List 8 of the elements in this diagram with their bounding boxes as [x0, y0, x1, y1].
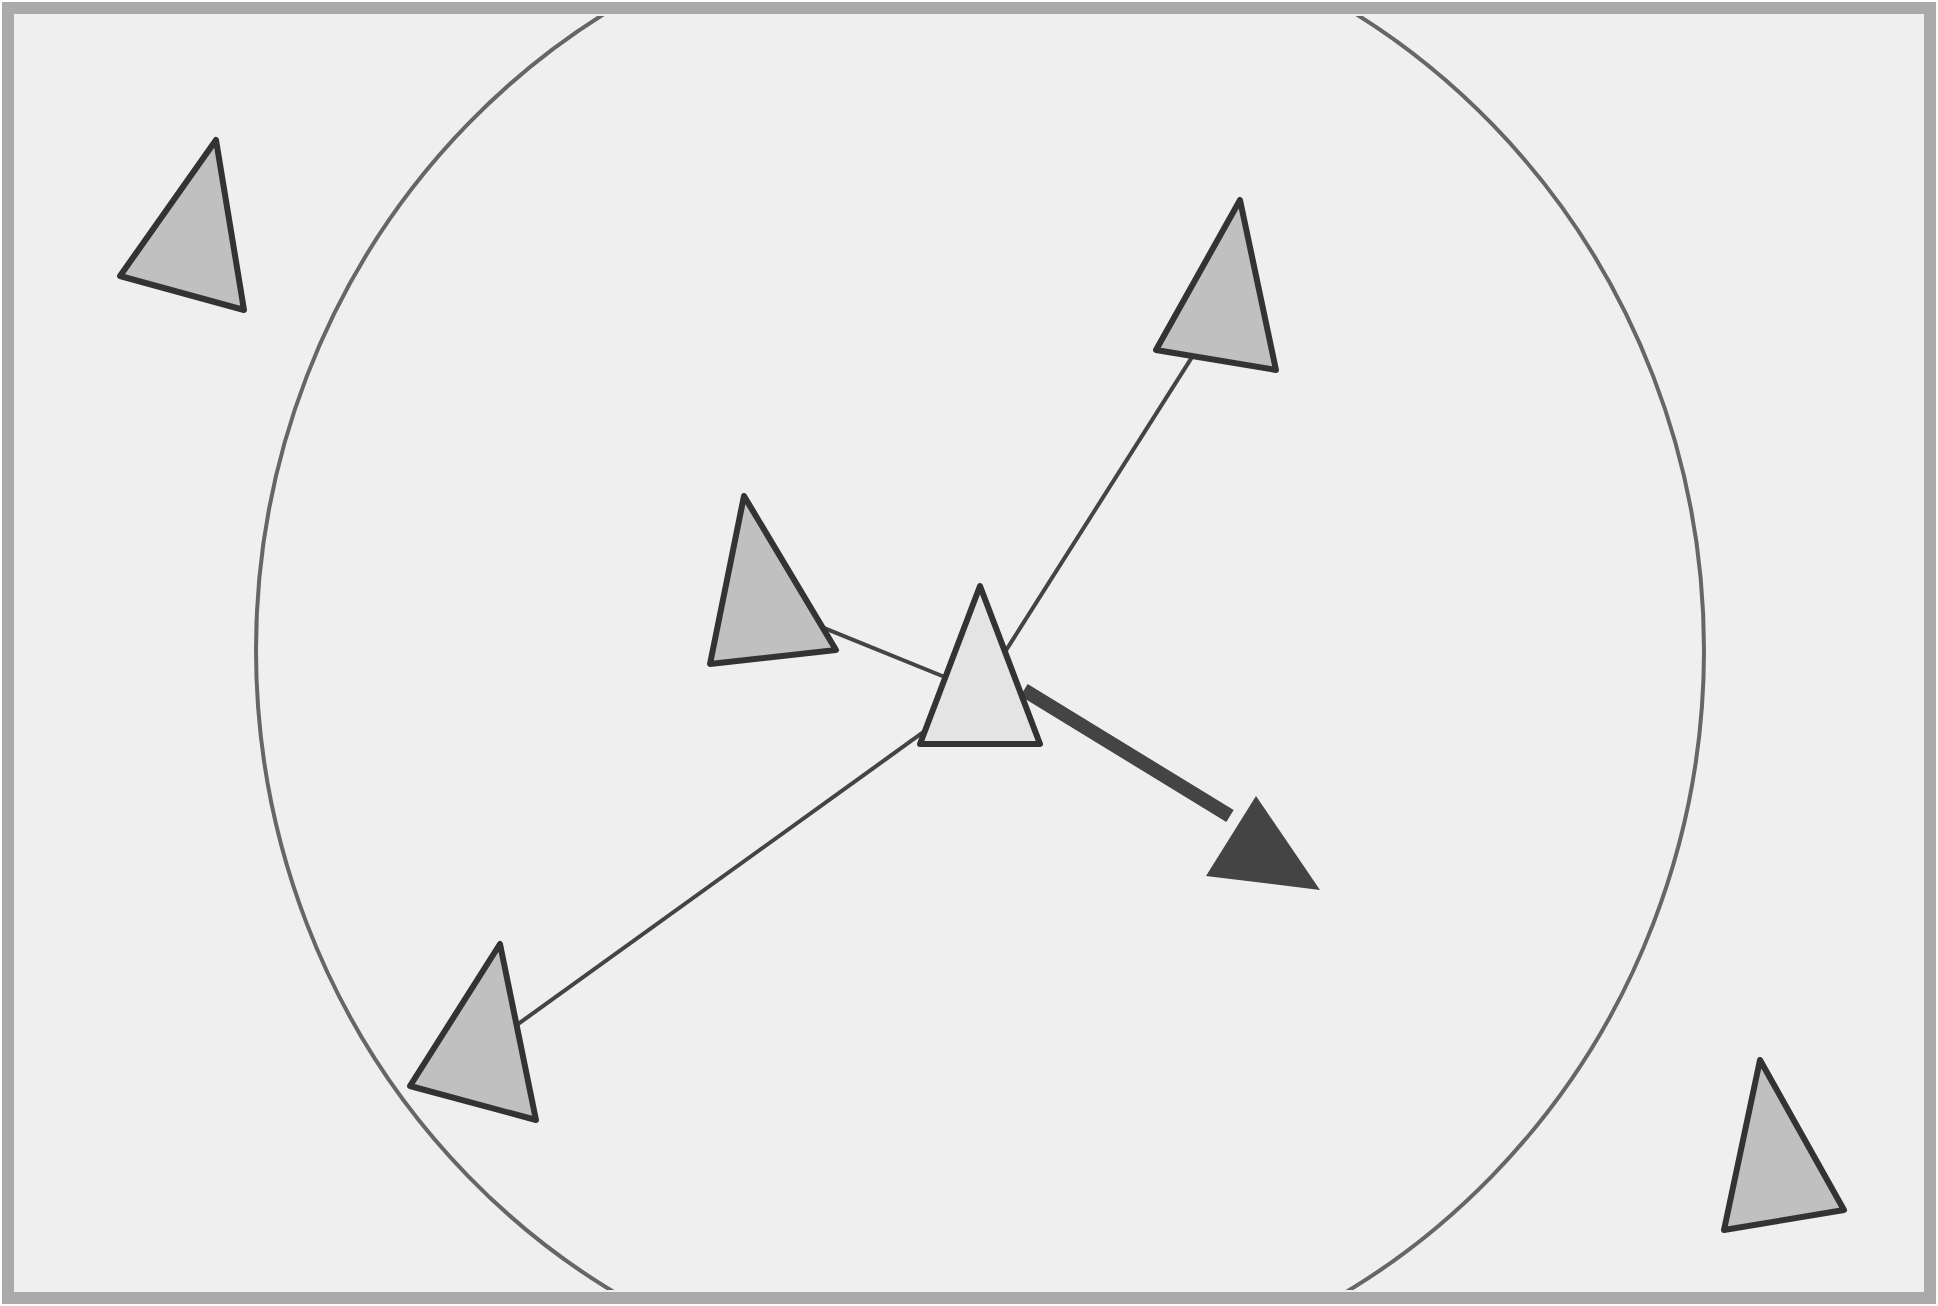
agent-triangle [117, 137, 247, 313]
agent-triangle [707, 493, 839, 667]
agent-triangle [917, 583, 1043, 747]
agent-triangle [1721, 1057, 1847, 1233]
connector-line [1003, 355, 1195, 653]
agent-triangle [1153, 197, 1279, 373]
connector-line [821, 625, 947, 680]
agent-triangle [407, 941, 539, 1123]
